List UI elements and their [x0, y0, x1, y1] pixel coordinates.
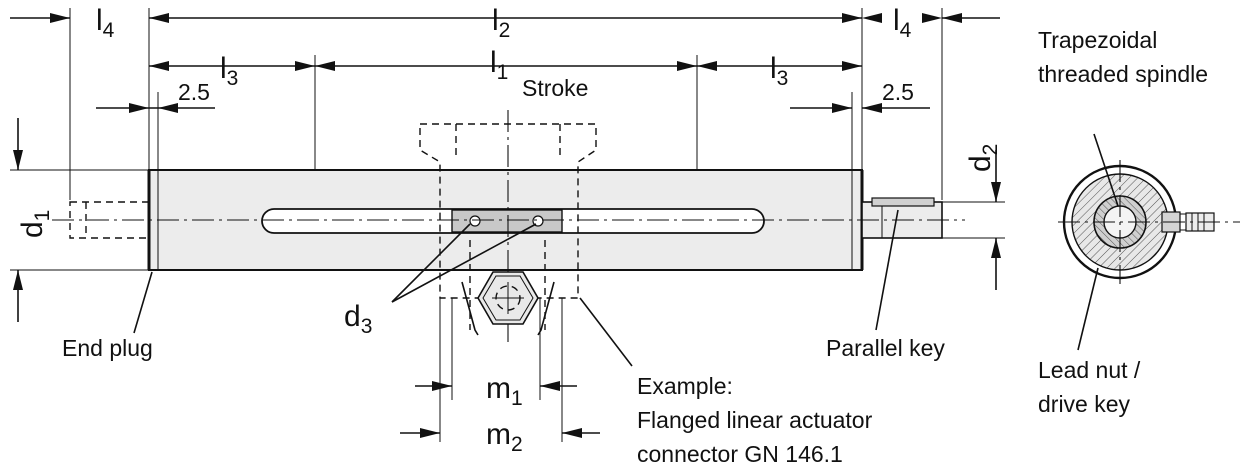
dim-l4-left: l4: [96, 4, 115, 42]
dim-m1: m1: [486, 372, 523, 410]
example-label-line1: Example:: [637, 373, 733, 399]
parallel-key-label: Parallel key: [826, 335, 945, 361]
example-label-line2: Flanged linear actuator: [637, 407, 873, 433]
spindle-label-line2: threaded spindle: [1038, 61, 1208, 87]
dim-l4-right: l4: [893, 4, 912, 42]
dimension-labels: l4 l2 l4 l3 l1 l3 2.5 2.5 d1 d2 d3 m1 m2: [16, 4, 1002, 456]
stroke-label: Stroke: [522, 75, 588, 101]
actuator-body: [52, 169, 965, 271]
dim-d3: d3: [344, 300, 372, 338]
dim-m2: m2: [486, 418, 523, 456]
end-plug-label: End plug: [62, 335, 153, 361]
dim-l3-left: l3: [220, 52, 238, 90]
leader-lines: [133, 133, 1119, 367]
dim-d2: d2: [964, 144, 1002, 172]
dim-d1: d1: [16, 210, 54, 238]
dim-l2: l2: [492, 4, 510, 42]
cross-section-view: [1058, 160, 1240, 284]
dim-offset-right: 2.5: [882, 79, 914, 105]
example-label-line3: connector GN 146.1: [637, 441, 843, 467]
nut-label-line1: Lead nut /: [1038, 357, 1141, 383]
dim-offset-left: 2.5: [178, 79, 210, 105]
extension-lines: [10, 8, 1005, 442]
dim-l3-right: l3: [770, 52, 788, 90]
spindle-label-line1: Trapezoidal: [1038, 27, 1157, 53]
nut-label-line2: drive key: [1038, 391, 1131, 417]
flange-connector-hidden: [419, 110, 597, 345]
callout-labels: Stroke End plug Parallel key Example: Fl…: [62, 27, 1208, 467]
dimension-lines: [10, 13, 1001, 438]
dim-l1: l1: [490, 46, 508, 84]
